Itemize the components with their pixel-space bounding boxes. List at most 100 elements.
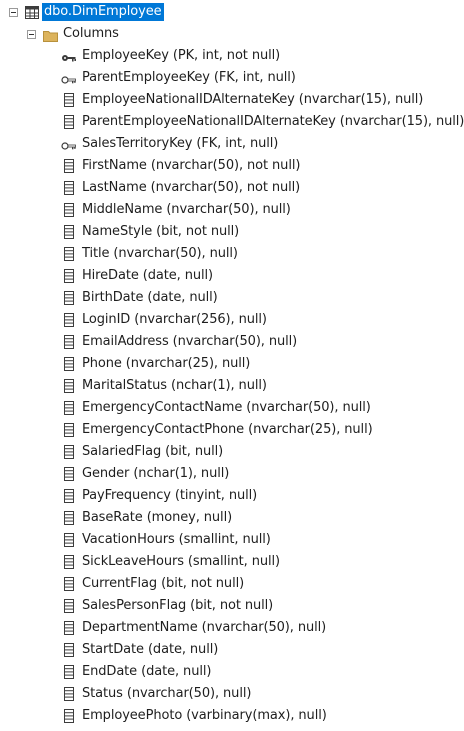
tree-node-column[interactable]: LastName (nvarchar(50), not null) [0, 177, 425, 199]
column-icon [64, 687, 74, 709]
column-label: FirstName (nvarchar(50), not null) [82, 158, 301, 173]
tree-node-column[interactable]: StartDate (date, null) [0, 639, 425, 661]
column-label: EmailAddress (nvarchar(50), null) [82, 334, 298, 349]
column-icon [64, 357, 74, 379]
tree-node-column[interactable]: BirthDate (date, null) [0, 287, 425, 309]
column-icon [64, 599, 74, 621]
column-label: SalariedFlag (bit, null) [82, 444, 224, 459]
tree-node-column[interactable]: SalesPersonFlag (bit, not null) [0, 595, 425, 617]
column-icon [64, 115, 74, 137]
column-icon [64, 203, 74, 225]
column-label: LoginID (nvarchar(256), null) [82, 312, 267, 327]
tree-node-column[interactable]: Phone (nvarchar(25), null) [0, 353, 425, 375]
tree-node-column[interactable]: VacationHours (smallint, null) [0, 529, 425, 551]
column-label: EmployeeNationalIDAlternateKey (nvarchar… [82, 92, 424, 107]
column-label: Phone (nvarchar(25), null) [82, 356, 251, 371]
column-icon [64, 379, 74, 401]
column-icon [64, 423, 74, 445]
tree-node-column[interactable]: HireDate (date, null) [0, 265, 425, 287]
column-icon [64, 313, 74, 335]
column-label: ParentEmployeeKey (FK, int, null) [82, 70, 296, 85]
column-icon [64, 291, 74, 313]
tree-node-column[interactable]: Gender (nchar(1), null) [0, 463, 425, 485]
tree-node-column[interactable]: ParentEmployeeKey (FK, int, null) [0, 67, 425, 89]
column-label: Title (nvarchar(50), null) [82, 246, 238, 261]
collapse-toggle[interactable] [27, 30, 36, 39]
tree-node-column[interactable]: SalariedFlag (bit, null) [0, 441, 425, 463]
column-label: CurrentFlag (bit, not null) [82, 576, 245, 591]
column-icon [64, 621, 74, 643]
column-label: EmployeePhoto (varbinary(max), null) [82, 708, 327, 723]
column-label: Gender (nchar(1), null) [82, 466, 230, 481]
column-icon [64, 555, 74, 577]
column-label: SalesPersonFlag (bit, not null) [82, 598, 274, 613]
column-label: LastName (nvarchar(50), not null) [82, 180, 301, 195]
column-icon [64, 511, 74, 533]
tree-node-columns-folder[interactable]: Columns [0, 23, 425, 45]
column-label: EmergencyContactPhone (nvarchar(25), nul… [82, 422, 373, 437]
column-icon [64, 577, 74, 599]
collapse-toggle[interactable] [9, 8, 18, 17]
tree-node-column[interactable]: EmployeeNationalIDAlternateKey (nvarchar… [0, 89, 425, 111]
column-label: VacationHours (smallint, null) [82, 532, 271, 547]
tree-node-column[interactable]: EmailAddress (nvarchar(50), null) [0, 331, 425, 353]
tree-node-column[interactable]: EmployeePhoto (varbinary(max), null) [0, 705, 425, 727]
tree-node-column[interactable]: CurrentFlag (bit, not null) [0, 573, 425, 595]
tree-node-column[interactable]: EmployeeKey (PK, int, not null) [0, 45, 425, 67]
column-icon [64, 643, 74, 665]
columns-folder-label: Columns [63, 26, 119, 41]
column-label: StartDate (date, null) [82, 642, 219, 657]
table-icon [25, 5, 39, 27]
tree-node-column[interactable]: MiddleName (nvarchar(50), null) [0, 199, 425, 221]
column-label: PayFrequency (tinyint, null) [82, 488, 258, 503]
column-label: BaseRate (money, null) [82, 510, 233, 525]
tree-node-column[interactable]: MaritalStatus (nchar(1), null) [0, 375, 425, 397]
tree-node-column[interactable]: ParentEmployeeNationalIDAlternateKey (nv… [0, 111, 464, 133]
table-name-label: dbo.DimEmployee [42, 3, 164, 21]
column-label: SickLeaveHours (smallint, null) [82, 554, 281, 569]
column-icon [64, 93, 74, 115]
column-label: Status (nvarchar(50), null) [82, 686, 252, 701]
tree-node-column[interactable]: NameStyle (bit, not null) [0, 221, 425, 243]
column-icon [64, 335, 74, 357]
tree-node-column[interactable]: EndDate (date, null) [0, 661, 425, 683]
column-label: EmergencyContactName (nvarchar(50), null… [82, 400, 371, 415]
tree-node-column[interactable]: PayFrequency (tinyint, null) [0, 485, 425, 507]
column-label: HireDate (date, null) [82, 268, 213, 283]
foreign-key-icon [61, 72, 77, 94]
column-label: MaritalStatus (nchar(1), null) [82, 378, 267, 393]
column-icon [64, 159, 74, 181]
tree-node-column[interactable]: EmergencyContactName (nvarchar(50), null… [0, 397, 425, 419]
column-icon [64, 467, 74, 489]
tree-node-column[interactable]: Status (nvarchar(50), null) [0, 683, 425, 705]
tree-node-column[interactable]: EmergencyContactPhone (nvarchar(25), nul… [0, 419, 425, 441]
column-icon [64, 225, 74, 247]
column-icon [64, 489, 74, 511]
column-label: BirthDate (date, null) [82, 290, 218, 305]
folder-icon [43, 28, 58, 50]
tree-node-column[interactable]: LoginID (nvarchar(256), null) [0, 309, 425, 331]
column-label: NameStyle (bit, not null) [82, 224, 240, 239]
column-label: EndDate (date, null) [82, 664, 212, 679]
tree-node-column[interactable]: Title (nvarchar(50), null) [0, 243, 425, 265]
column-icon [64, 269, 74, 291]
column-icon [64, 401, 74, 423]
column-icon [64, 445, 74, 467]
tree-node-table[interactable]: dbo.DimEmployee [0, 1, 425, 23]
column-icon [64, 709, 74, 731]
column-icon [64, 247, 74, 269]
column-label: SalesTerritoryKey (FK, int, null) [82, 136, 279, 151]
column-label: ParentEmployeeNationalIDAlternateKey (nv… [82, 114, 464, 129]
column-label: MiddleName (nvarchar(50), null) [82, 202, 291, 217]
tree-node-column[interactable]: BaseRate (money, null) [0, 507, 425, 529]
column-label: EmployeeKey (PK, int, not null) [82, 48, 281, 63]
tree-node-column[interactable]: FirstName (nvarchar(50), not null) [0, 155, 425, 177]
tree-node-column[interactable]: SickLeaveHours (smallint, null) [0, 551, 425, 573]
column-icon [64, 533, 74, 555]
column-icon [64, 181, 74, 203]
foreign-key-icon [61, 138, 77, 160]
tree-node-column[interactable]: SalesTerritoryKey (FK, int, null) [0, 133, 425, 155]
tree-node-column[interactable]: DepartmentName (nvarchar(50), null) [0, 617, 425, 639]
column-icon [64, 665, 74, 687]
